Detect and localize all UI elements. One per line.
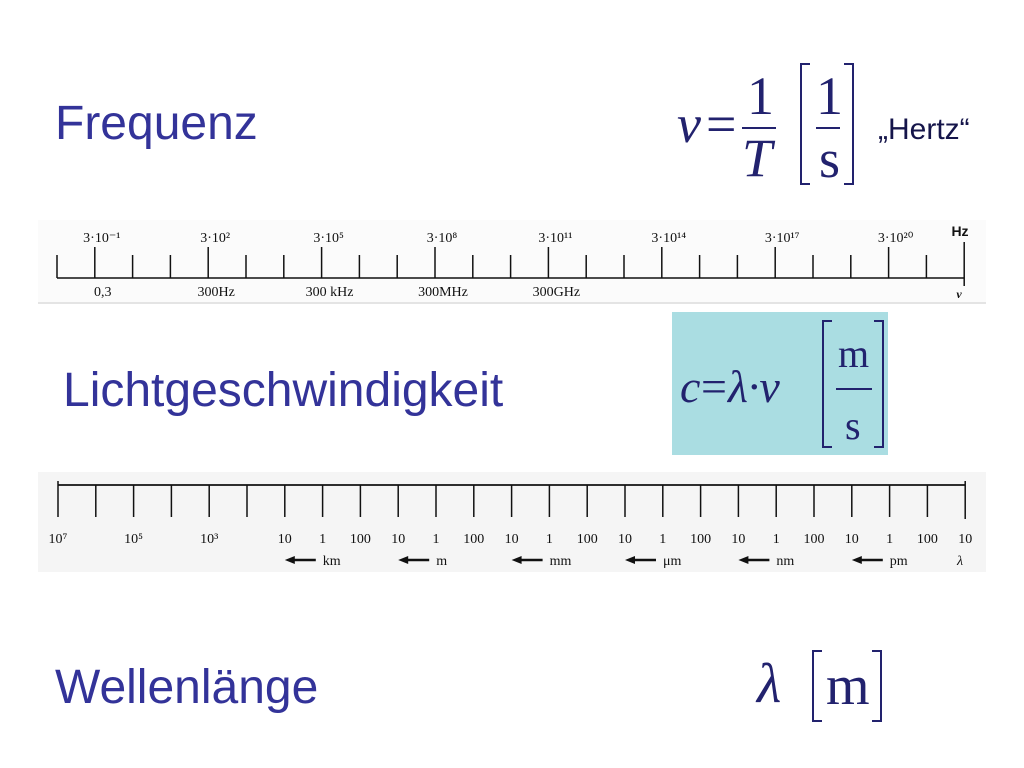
fraction-denominator: T bbox=[742, 128, 773, 188]
unit-bracket-left bbox=[812, 650, 822, 722]
unit-bracket-right bbox=[872, 650, 882, 722]
unit-denominator: s bbox=[819, 129, 841, 189]
fraction-bar bbox=[742, 127, 776, 129]
light-speed-title: Lichtgeschwindigkeit bbox=[63, 364, 504, 417]
wavelength-tick-label: 10⁵ bbox=[124, 532, 143, 547]
unit-numerator: 1 bbox=[816, 66, 843, 126]
unit-fraction-bar bbox=[816, 127, 840, 129]
wavelength-tick-label: 1 bbox=[886, 532, 893, 547]
frequency-tick-label: 3·10⁸ bbox=[427, 231, 458, 246]
frequency-scale-diagram: 3·10⁻¹ 3·10² 3·10⁵ 3·10⁸ 3·10¹¹ 3·10¹⁴ 3·10¹⁷ 3… bbox=[56, 223, 969, 301]
frequency-unit-label: Hz bbox=[951, 223, 968, 239]
speed-of-light-symbol: c bbox=[680, 361, 701, 412]
wavelength-tick-label: 1 bbox=[319, 532, 326, 547]
wavelength-tick-label: 100 bbox=[917, 532, 938, 547]
wavelength-unit-label: mm bbox=[550, 554, 572, 569]
wavelength-unit-label: nm bbox=[776, 554, 794, 569]
wavelength-tick-label: 100 bbox=[350, 532, 371, 547]
wavelength-tick-label: 10³ bbox=[200, 532, 218, 547]
unit-arrow-head bbox=[625, 556, 635, 564]
wavelength-times-frequency: λ·ν bbox=[728, 361, 780, 412]
equals-sign: = bbox=[706, 94, 737, 154]
wavelength-symbol: λ bbox=[757, 653, 782, 715]
wavelength-tick-label: 10 bbox=[278, 532, 292, 547]
unit-bracket-left bbox=[800, 63, 810, 185]
wavelength-axis-symbol: λ bbox=[956, 554, 963, 569]
equals-sign: = bbox=[701, 361, 727, 412]
frequency-tick-label: 3·10¹⁴ bbox=[651, 231, 686, 246]
frequency-scale: 3·10⁻¹ 3·10² 3·10⁵ 3·10⁸ 3·10¹¹ 3·10¹⁴ 3·10¹⁷ 3… bbox=[38, 220, 986, 304]
unit-fraction-bar bbox=[836, 388, 872, 390]
unit-arrow-head bbox=[851, 556, 862, 564]
wavelength-tick-label: 100 bbox=[690, 532, 711, 547]
wavelength-tick-label: 10 bbox=[958, 532, 972, 547]
frequency-tick-label: 3·10¹⁷ bbox=[765, 231, 800, 246]
fraction-numerator: 1 bbox=[747, 66, 774, 126]
unit-arrow-head bbox=[398, 556, 409, 564]
frequency-band-label: 300 kHz bbox=[306, 285, 354, 300]
wavelength-tick-label: 1 bbox=[659, 532, 666, 547]
unit-arrow-head bbox=[284, 556, 295, 564]
wavelength-unit-label: μm bbox=[663, 554, 682, 569]
unit-bracket-left bbox=[822, 320, 832, 448]
wavelength-unit-label: km bbox=[323, 554, 341, 569]
unit-arrow-head bbox=[738, 556, 749, 564]
wavelength-tick-label: 1 bbox=[773, 532, 780, 547]
frequency-title: Frequenz bbox=[55, 97, 258, 150]
wavelength-tick-label: 10⁷ bbox=[49, 532, 68, 547]
wavelength-scale-diagram: 10⁷ 10⁵ 10³ 10 1 100 10 1 100 10 1 100 10 1 100 10 1 100 1… bbox=[49, 481, 972, 569]
frequency-tick-label: 3·10⁻¹ bbox=[83, 231, 120, 246]
frequency-band-label: 300GHz bbox=[533, 285, 580, 300]
wavelength-unit: m bbox=[826, 655, 870, 717]
unit-denominator: s bbox=[845, 403, 861, 448]
wavelength-tick-label: 10 bbox=[618, 532, 632, 547]
frequency-band-label: 0,3 bbox=[94, 285, 112, 300]
unit-bracket-right bbox=[844, 63, 854, 185]
wavelength-tick-label: 1 bbox=[433, 532, 440, 547]
wavelength-tick-label: 10 bbox=[731, 532, 745, 547]
frequency-tick-label: 3·10⁵ bbox=[313, 231, 344, 246]
wavelength-tick-label: 1 bbox=[546, 532, 553, 547]
wavelength-tick-label: 100 bbox=[804, 532, 825, 547]
frequency-tick-label: 3·10² bbox=[200, 231, 230, 246]
wavelength-tick-label: 10 bbox=[391, 532, 405, 547]
wavelength-unit-label: pm bbox=[890, 554, 908, 569]
frequency-tick-label: 3·10²⁰ bbox=[878, 231, 914, 246]
wavelength-scale: 10⁷ 10⁵ 10³ 10 1 100 10 1 100 10 1 100 10 1 100 10 1 100 1… bbox=[38, 472, 986, 572]
frequency-tick-label: 3·10¹¹ bbox=[538, 231, 572, 246]
wavelength-tick-label: 100 bbox=[463, 532, 484, 547]
wavelength-unit-label: m bbox=[436, 554, 447, 569]
unit-name: „Hertz“ bbox=[878, 113, 970, 146]
wavelength-tick-label: 10 bbox=[845, 532, 859, 547]
wavelength-tick-label: 100 bbox=[577, 532, 598, 547]
unit-arrow-head bbox=[511, 556, 522, 564]
unit-numerator: m bbox=[838, 331, 870, 376]
unit-bracket-right bbox=[874, 320, 884, 448]
wavelength-title: Wellenlänge bbox=[55, 661, 319, 714]
frequency-band-label: 300Hz bbox=[198, 285, 235, 300]
frequency-band-label: 300MHz bbox=[418, 285, 468, 300]
frequency-symbol: ν bbox=[677, 94, 701, 154]
light-speed-formula-box bbox=[672, 312, 888, 455]
frequency-axis-symbol: ν bbox=[956, 287, 962, 301]
wavelength-tick-label: 10 bbox=[505, 532, 519, 547]
